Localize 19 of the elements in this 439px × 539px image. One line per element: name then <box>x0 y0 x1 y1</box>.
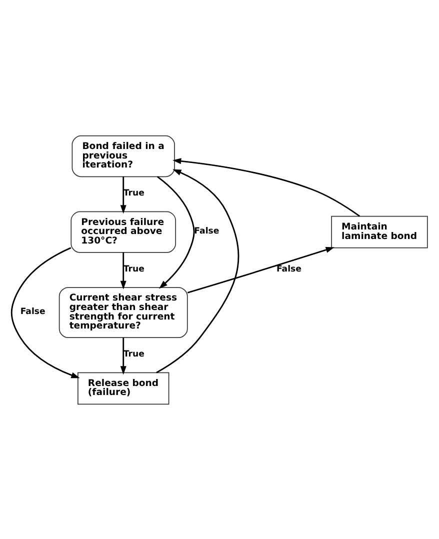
arrow <box>120 176 126 214</box>
arrow <box>120 337 126 374</box>
edge-label: True <box>123 188 144 198</box>
node-box: Maintain laminate bond <box>331 215 428 248</box>
edge-label: False <box>20 306 46 317</box>
edge-label: True <box>123 264 144 274</box>
arrow <box>10 246 80 378</box>
node-box: Previous failure occurred above 130°C? <box>70 210 176 252</box>
arrow <box>156 168 240 373</box>
edge-label: False <box>276 264 302 274</box>
arrow <box>187 246 334 293</box>
node-box: Release bond (failure) <box>78 372 170 404</box>
edge-label: True <box>123 349 144 360</box>
node-box: Bond failed in a previous iteration? <box>72 134 175 177</box>
node-box: Current shear stress greater than shear strength for current temperature? <box>58 286 188 338</box>
arrow <box>156 176 195 288</box>
arrow <box>172 158 360 216</box>
arrow <box>120 252 126 289</box>
edge-label: False <box>194 226 220 236</box>
